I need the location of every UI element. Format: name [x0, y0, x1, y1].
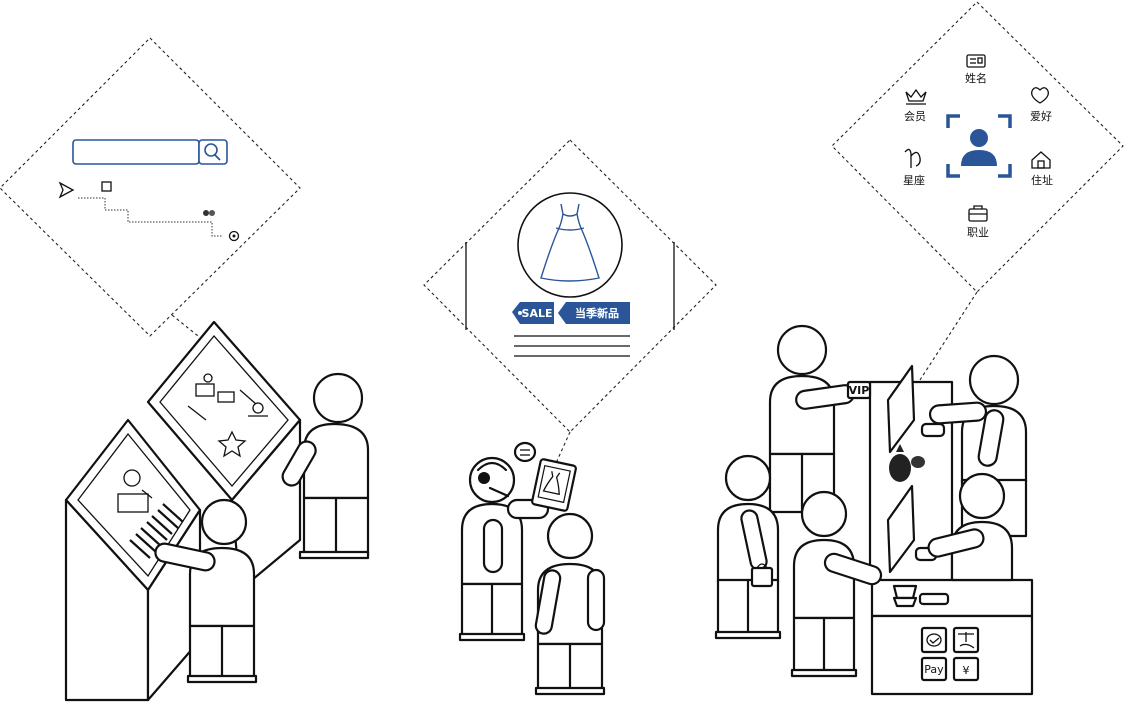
customer-middle	[534, 512, 606, 696]
waypoint-square-icon	[101, 181, 112, 192]
new-season-tag: 当季新品	[558, 302, 630, 324]
search-input	[72, 139, 200, 165]
zodiac-icon	[904, 148, 921, 168]
customer-with-bag	[714, 454, 782, 640]
svg-text:VIP: VIP	[849, 384, 870, 397]
vip-card: VIP	[846, 380, 872, 400]
apple-pay-label: Pay	[924, 663, 944, 676]
cart-icon	[248, 402, 268, 417]
crown-icon	[905, 88, 927, 105]
pay-applepay-button	[920, 656, 948, 682]
face-recognition-icon	[946, 114, 1012, 178]
vip-customer: VIP	[768, 324, 872, 514]
barcode-icon	[129, 503, 184, 559]
screen-upper	[886, 364, 916, 454]
dress-icon	[540, 203, 600, 282]
svg-text:当季新品: 当季新品	[575, 306, 619, 320]
shopping-bag-icon	[750, 563, 774, 588]
wechat-pay-icon	[926, 633, 942, 647]
id-card-icon	[966, 54, 986, 68]
search-icon	[204, 143, 221, 161]
chat-bubble-icon	[513, 441, 537, 463]
staff-with-headset	[458, 441, 577, 642]
svg-text:SALE: SALE	[522, 307, 553, 320]
home-icon	[1031, 151, 1051, 169]
profile-zodiac-label: 星座	[903, 173, 925, 187]
navigation-panel	[0, 37, 301, 379]
yen-symbol: ¥	[963, 664, 970, 677]
dress-frame	[517, 192, 623, 298]
staff-right-lower	[927, 472, 1014, 582]
pineapple-icon	[889, 444, 925, 482]
profile-panel: 姓名 会员 爱好 星座 住址 职业	[831, 1, 1124, 381]
pay-wechat-button	[920, 626, 948, 654]
interior-furniture-icon	[187, 373, 257, 421]
sale-tag: SALE	[512, 302, 554, 324]
group-pin-icon	[203, 210, 215, 216]
briefcase-icon	[968, 205, 988, 222]
kiosk-rear	[146, 320, 302, 592]
person-front-kiosk	[154, 498, 258, 684]
dress-icon	[542, 471, 561, 496]
profile-job-label: 职业	[967, 226, 989, 239]
product-scan-icon	[117, 469, 153, 513]
profile-address-label: 住址	[1031, 173, 1053, 187]
profile-hobby-label: 爱好	[1030, 109, 1052, 123]
navigation-arrow-icon	[58, 181, 75, 199]
profile-member-label: 会员	[904, 110, 926, 123]
alipay-icon	[958, 632, 975, 649]
user-avatar-icon	[961, 129, 997, 166]
pay-yen-button	[952, 656, 980, 682]
heart-icon	[1031, 87, 1049, 104]
payment-counter: Pay ¥	[870, 578, 1034, 696]
tablet-device	[531, 458, 577, 512]
promo-panel: SALE 当季新品	[423, 139, 717, 473]
star-icon	[217, 430, 247, 458]
person-rear-kiosk	[281, 372, 370, 560]
bowl-icon	[892, 584, 950, 608]
customer-at-counter	[790, 490, 883, 678]
screen-lower	[886, 484, 916, 574]
location-pin-icon	[228, 230, 240, 242]
profile-name-label: 姓名	[965, 71, 987, 85]
route-path	[78, 197, 222, 237]
